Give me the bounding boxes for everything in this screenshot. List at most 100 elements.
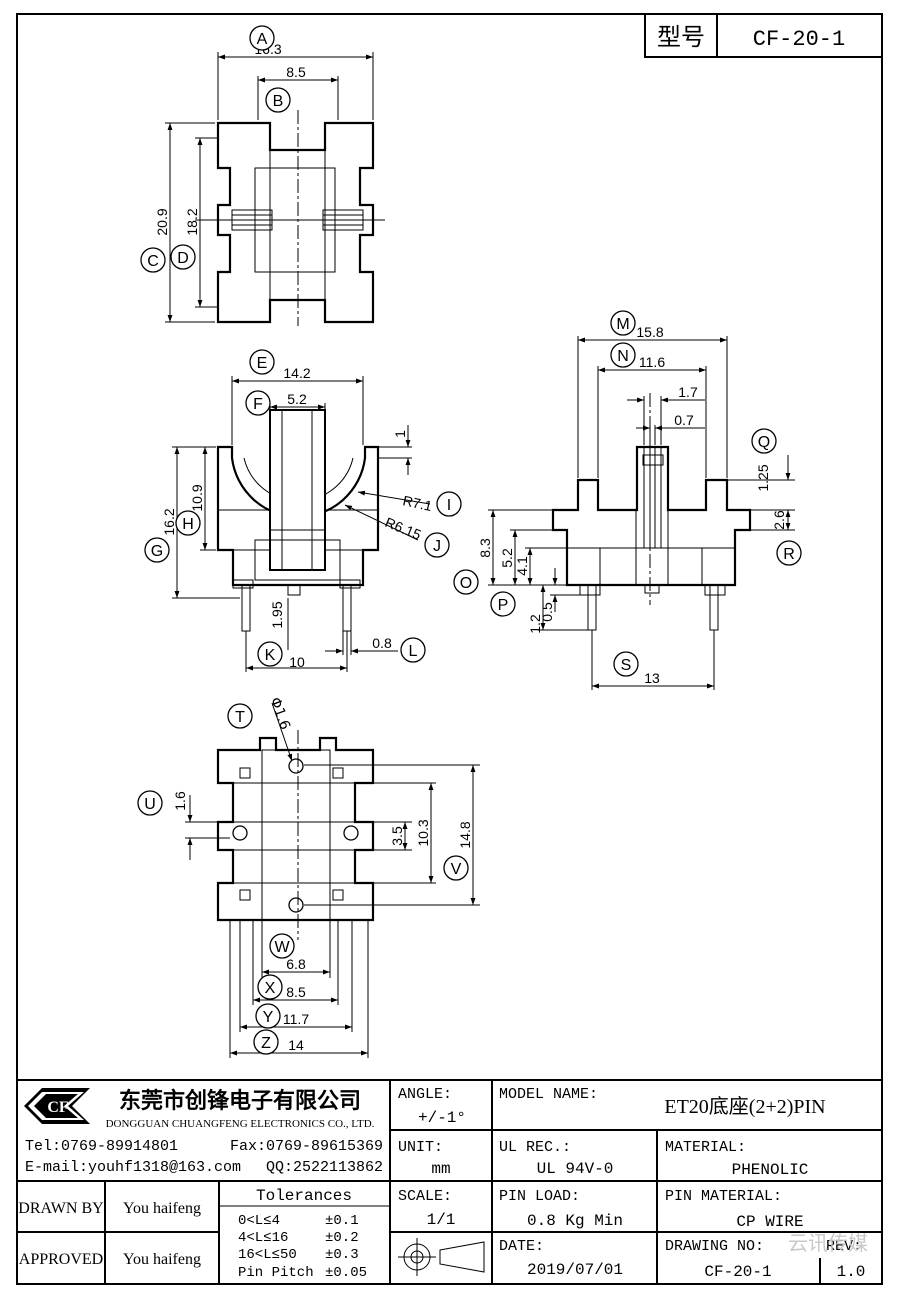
dim-c-value: 20.9 xyxy=(154,208,170,235)
dim-m-value: 15.8 xyxy=(636,324,663,340)
dim-r-value: 2.6 xyxy=(771,510,787,530)
svg-text:M: M xyxy=(616,316,629,333)
label-q: Q xyxy=(751,428,777,454)
company-email: E-mail:youhf1318@163.com xyxy=(25,1159,241,1176)
label-r: R xyxy=(776,540,802,566)
svg-text:0<L≤4: 0<L≤4 xyxy=(238,1213,280,1229)
scale-value: 1/1 xyxy=(427,1211,456,1229)
svg-text:W: W xyxy=(274,939,290,956)
top-view: 16.3 8.5 20.9 18.2 A B C D xyxy=(140,25,385,326)
drawing-no-value: CF-20-1 xyxy=(704,1263,771,1281)
svg-text:A: A xyxy=(257,31,268,48)
tolerance-row: 4<L≤16 ±0.2 xyxy=(238,1230,359,1246)
dim-pin-value: 1.95 xyxy=(269,601,285,628)
svg-text:F: F xyxy=(253,396,263,413)
company-logo: CF xyxy=(24,1088,90,1124)
dim-d-value: 18.2 xyxy=(184,208,200,235)
pin-load-value: 0.8 Kg Min xyxy=(527,1212,623,1230)
svg-text:I: I xyxy=(447,497,451,514)
tolerance-row: Pin Pitch ±0.05 xyxy=(238,1265,367,1281)
svg-text:4<L≤16: 4<L≤16 xyxy=(238,1230,288,1246)
dim-y-value: 11.7 xyxy=(283,1011,309,1027)
company-qq: QQ:2522113862 xyxy=(266,1159,383,1176)
svg-text:K: K xyxy=(265,647,276,664)
svg-text:Y: Y xyxy=(263,1009,274,1026)
svg-text:G: G xyxy=(151,543,163,560)
label-i: I xyxy=(436,491,462,517)
tolerance-row: 0<L≤4 ±0.1 xyxy=(238,1213,359,1229)
svg-text:O: O xyxy=(460,575,472,592)
label-o: O xyxy=(453,569,479,595)
label-w: W xyxy=(269,933,295,959)
svg-text:H: H xyxy=(182,516,194,533)
label-z: Z xyxy=(253,1029,279,1055)
label-j: J xyxy=(424,532,450,558)
date-value: 2019/07/01 xyxy=(527,1261,623,1279)
svg-text:X: X xyxy=(265,980,276,997)
label-g: G xyxy=(144,537,170,563)
svg-text:B: B xyxy=(273,93,284,110)
pin-load-label: PIN LOAD: xyxy=(499,1188,580,1205)
drawn-by-label: DRAWN BY xyxy=(18,1200,104,1217)
label-y: Y xyxy=(255,1003,281,1029)
dim-w1-value: 1.7 xyxy=(678,384,698,400)
unit-value: mm xyxy=(431,1160,450,1178)
svg-text:±0.05: ±0.05 xyxy=(325,1265,367,1281)
dim-q-value: 1.25 xyxy=(755,464,771,491)
dim-z-value: 14 xyxy=(288,1037,304,1053)
svg-text:E: E xyxy=(257,355,268,372)
label-p: P xyxy=(490,591,516,617)
dim-l-value: 0.8 xyxy=(372,635,392,651)
date-label: DATE: xyxy=(499,1238,544,1255)
svg-text:S: S xyxy=(621,657,632,674)
bottom-view: Φ1.6 1.6 3.5 10.3 14.8 6.8 8.5 11.7 xyxy=(137,695,480,1058)
angle-label: ANGLE: xyxy=(398,1086,452,1103)
pin-material-label: PIN MATERIAL: xyxy=(665,1188,782,1205)
dim-o2-value: 5.2 xyxy=(499,548,515,568)
front-view: 14.2 5.2 16.2 10.9 1 R7.1 R6.15 1.95 1 xyxy=(144,349,462,672)
title-block: CF 东莞市创锋电子有限公司 DONGGUAN CHUANGFENG ELECT… xyxy=(17,1079,882,1284)
material-label: MATERIAL: xyxy=(665,1139,746,1156)
scale-label: SCALE: xyxy=(398,1188,452,1205)
label-k: K xyxy=(257,641,283,667)
approved-value: You haifeng xyxy=(123,1251,201,1268)
label-a: A xyxy=(249,25,275,51)
angle-value: +/-1° xyxy=(418,1109,466,1127)
material-value: PHENOLIC xyxy=(732,1161,809,1179)
company-tel: Tel:0769-89914801 xyxy=(25,1138,178,1155)
drawn-by-value: You haifeng xyxy=(123,1200,201,1217)
svg-text:J: J xyxy=(433,538,441,555)
svg-text:±0.3: ±0.3 xyxy=(325,1247,359,1263)
model-value: CF-20-1 xyxy=(753,27,845,52)
sheet-border xyxy=(16,13,883,1285)
svg-text:D: D xyxy=(177,250,189,267)
dim-f-value: 5.2 xyxy=(287,391,307,407)
drawing-no-label: DRAWING NO: xyxy=(665,1238,764,1255)
svg-text:U: U xyxy=(144,796,156,813)
dim-p1-value: 1.2 xyxy=(527,614,543,634)
svg-text:T: T xyxy=(235,709,245,726)
company-fax: Fax:0769-89615369 xyxy=(230,1138,383,1155)
tolerance-row: 16<L≤50 ±0.3 xyxy=(238,1247,359,1263)
model-label: 型号 xyxy=(657,24,705,51)
unit-label: UNIT: xyxy=(398,1139,443,1156)
svg-text:±0.1: ±0.1 xyxy=(325,1213,359,1229)
dim-top-value: 1 xyxy=(392,430,408,438)
approved-label: APPROVED xyxy=(19,1251,103,1268)
svg-text:16<L≤50: 16<L≤50 xyxy=(238,1247,297,1263)
dim-e-value: 14.2 xyxy=(283,365,310,381)
dim-w-value: 6.8 xyxy=(286,956,306,972)
model-name-label: MODEL NAME: xyxy=(499,1086,598,1103)
rev-value: 1.0 xyxy=(837,1263,866,1281)
dim-x-value: 8.5 xyxy=(286,984,306,1000)
label-h: H xyxy=(175,510,201,536)
model-name-value: ET20底座(2+2)PIN xyxy=(664,1095,825,1118)
label-x: X xyxy=(257,974,283,1000)
svg-text:L: L xyxy=(409,643,418,660)
company-name-cn: 东莞市创锋电子有限公司 xyxy=(119,1088,361,1113)
dim-o1-value: 8.3 xyxy=(477,538,493,558)
svg-text:Q: Q xyxy=(758,434,770,451)
dim-j-value: R6.15 xyxy=(383,514,424,543)
dim-k-value: 10 xyxy=(289,654,305,670)
